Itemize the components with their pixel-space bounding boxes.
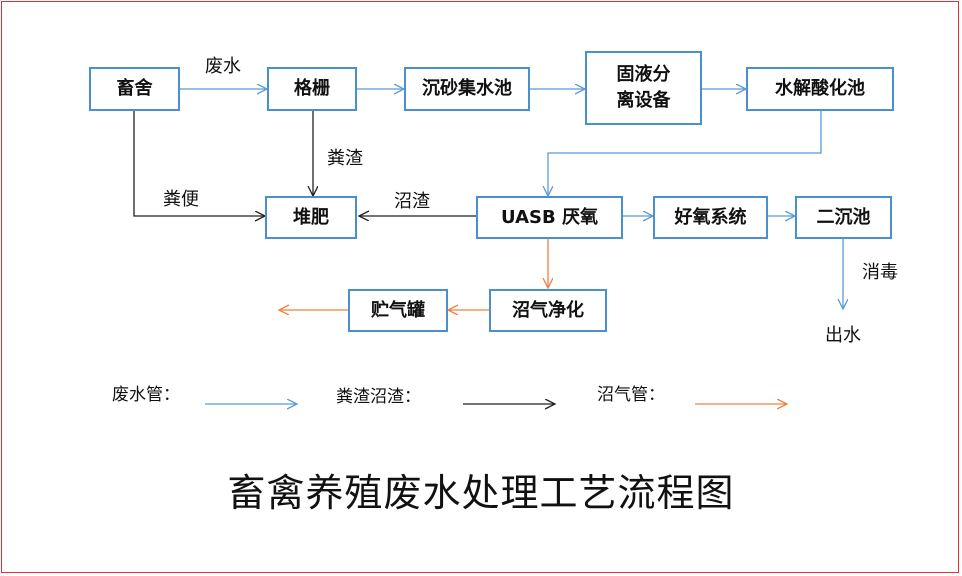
label-biogas-residue: 沼渣 [394, 191, 430, 212]
label-feces-residue: 粪渣 [327, 148, 363, 169]
node-secondary-clarifier: 二沉池 [795, 196, 892, 239]
diagram-title: 畜禽养殖废水处理工艺流程图 [227, 471, 735, 515]
separator-label-line1: 固液分 [616, 64, 671, 85]
arrow-shed-to-compost [133, 111, 265, 216]
separator-label-line2: 离设备 [616, 90, 671, 111]
label-manure: 粪便 [163, 189, 199, 210]
node-solid-liquid-separator: 固液分 离设备 [585, 51, 702, 125]
legend-wastewater-label: 废水管： [112, 385, 180, 405]
node-grit-tank: 沉砂集水池 [404, 67, 530, 111]
node-biogas-purify: 沼气净化 [489, 289, 607, 332]
node-livestock-shed: 畜舍 [89, 67, 180, 111]
node-uasb: UASB 厌氧 [476, 196, 623, 239]
legend-residue-label: 粪渣沼渣： [336, 387, 421, 407]
label-effluent: 出水 [825, 325, 861, 346]
node-hydrolysis-tank: 水解酸化池 [746, 67, 894, 111]
arrow-hydrolysis-to-uasb [548, 111, 822, 196]
legend-biogas-label: 沼气管： [597, 385, 665, 405]
node-aerobic-system: 好氧系统 [653, 196, 768, 239]
label-disinfect: 消毒 [862, 262, 898, 283]
node-compost: 堆肥 [265, 196, 357, 239]
node-gas-tank: 贮气罐 [348, 289, 448, 332]
label-wastewater: 废水 [205, 56, 241, 77]
node-grille: 格栅 [267, 67, 357, 111]
